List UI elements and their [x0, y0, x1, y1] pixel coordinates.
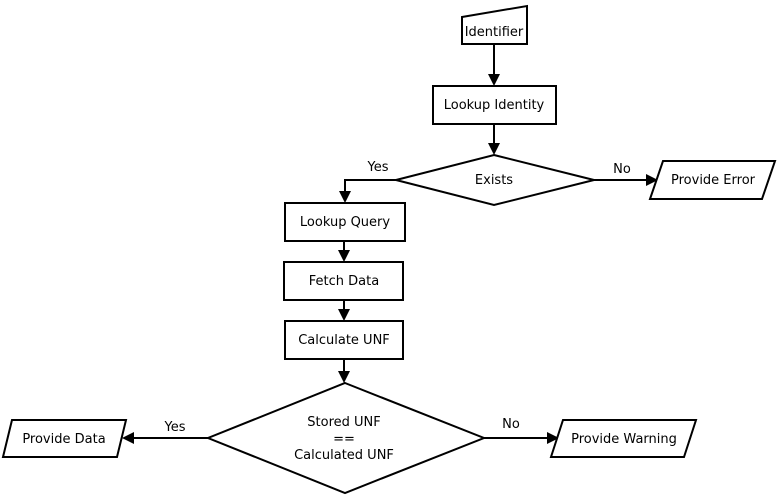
node-provide-data: Provide Data: [1, 419, 128, 458]
node-unf-check-label-line-3: Calculated UNF: [294, 448, 394, 463]
node-calculate-unf: Calculate UNF: [284, 320, 404, 360]
edge-label-unf-yes: Yes: [164, 420, 186, 435]
node-provide-data-label: Provide Data: [22, 432, 105, 447]
edge-label-exists-yes: Yes: [367, 160, 389, 175]
edge-exists-no: [594, 174, 658, 186]
node-lookup-identity: Lookup Identity: [432, 85, 557, 125]
node-unf-check-label-line-1: Stored UNF: [307, 415, 380, 430]
node-identifier-label: Identifier: [465, 25, 524, 40]
node-exists-decision: Exists: [395, 153, 595, 207]
node-provide-error-label: Provide Error: [671, 173, 756, 188]
node-fetch-data: Fetch Data: [283, 261, 404, 301]
edge-exists-yes: [339, 179, 396, 203]
node-fetch-data-label: Fetch Data: [309, 274, 379, 289]
node-calculate-unf-label: Calculate UNF: [298, 333, 390, 348]
edge-unf-no: [484, 432, 559, 444]
node-lookup-query-label: Lookup Query: [300, 215, 390, 230]
node-provide-warning-label: Provide Warning: [571, 432, 677, 447]
edge-identifier-to-lookup-identity: [488, 44, 500, 86]
node-lookup-query: Lookup Query: [284, 202, 406, 242]
edge-label-exists-no: No: [613, 162, 631, 177]
node-provide-error: Provide Error: [648, 160, 777, 200]
edge-unf-yes: [122, 432, 208, 444]
node-lookup-identity-label: Lookup Identity: [444, 98, 545, 113]
node-unf-check-decision: Stored UNF == Calculated UNF: [205, 381, 487, 495]
edge-label-unf-no: No: [502, 417, 520, 432]
node-identifier: Identifier: [461, 4, 528, 45]
node-provide-warning: Provide Warning: [549, 419, 698, 458]
edge-lookup-identity-to-exists: [488, 124, 500, 155]
node-exists-label: Exists: [475, 173, 513, 188]
edge-calculate-unf-to-unf-check: [338, 359, 350, 383]
node-unf-check-label-line-2: ==: [333, 432, 355, 447]
edge-fetch-data-to-calculate-unf: [338, 300, 350, 321]
edge-lookup-query-to-fetch-data: [338, 241, 350, 262]
